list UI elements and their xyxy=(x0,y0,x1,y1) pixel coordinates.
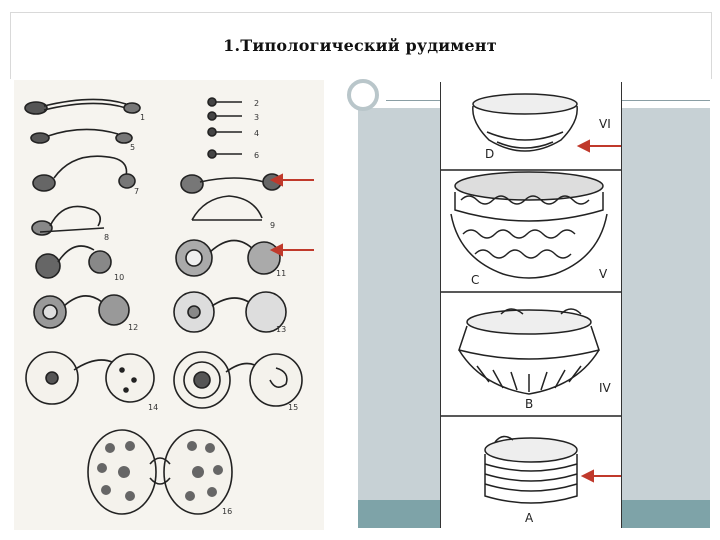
fig-number: 5 xyxy=(130,143,135,152)
vessel-type-roman: V xyxy=(599,267,608,281)
vessels-illustration: D C B A VI V IV xyxy=(440,82,653,528)
fig-number: 12 xyxy=(128,323,138,332)
fig-number: 6 xyxy=(254,151,259,160)
fig-number: 4 xyxy=(254,129,259,138)
fig-number: 10 xyxy=(114,273,124,282)
fig-number: 14 xyxy=(148,403,158,412)
fig-number: 7 xyxy=(134,187,139,196)
vessel-letter: A xyxy=(525,511,534,525)
fibulae-illustration: 1 2 3 4 5 6 7 8 9 10 11 12 13 14 15 16 xyxy=(14,80,324,530)
slide-title: 1.Типологический рудимент xyxy=(223,36,497,55)
divider-line-right xyxy=(620,100,710,101)
vessel-letter: B xyxy=(525,397,533,411)
fig-number: 16 xyxy=(222,507,232,516)
vessel-letter: D xyxy=(485,147,494,161)
vessel-type-roman: IV xyxy=(599,381,612,395)
vessel-type-roman: VI xyxy=(599,117,611,131)
fig-number: 8 xyxy=(104,233,109,242)
divider-line xyxy=(386,100,440,101)
fig-number: 1 xyxy=(140,113,145,122)
fig-number: 9 xyxy=(270,221,275,230)
fig-number: 3 xyxy=(254,113,259,122)
fig-number: 13 xyxy=(276,325,286,334)
vessel-letter: C xyxy=(471,273,479,287)
fig-number: 15 xyxy=(288,403,298,412)
fig-number: 2 xyxy=(254,99,259,108)
fig-number: 11 xyxy=(276,269,286,278)
title-frame xyxy=(10,12,712,79)
circle-ornament-icon xyxy=(347,79,379,111)
